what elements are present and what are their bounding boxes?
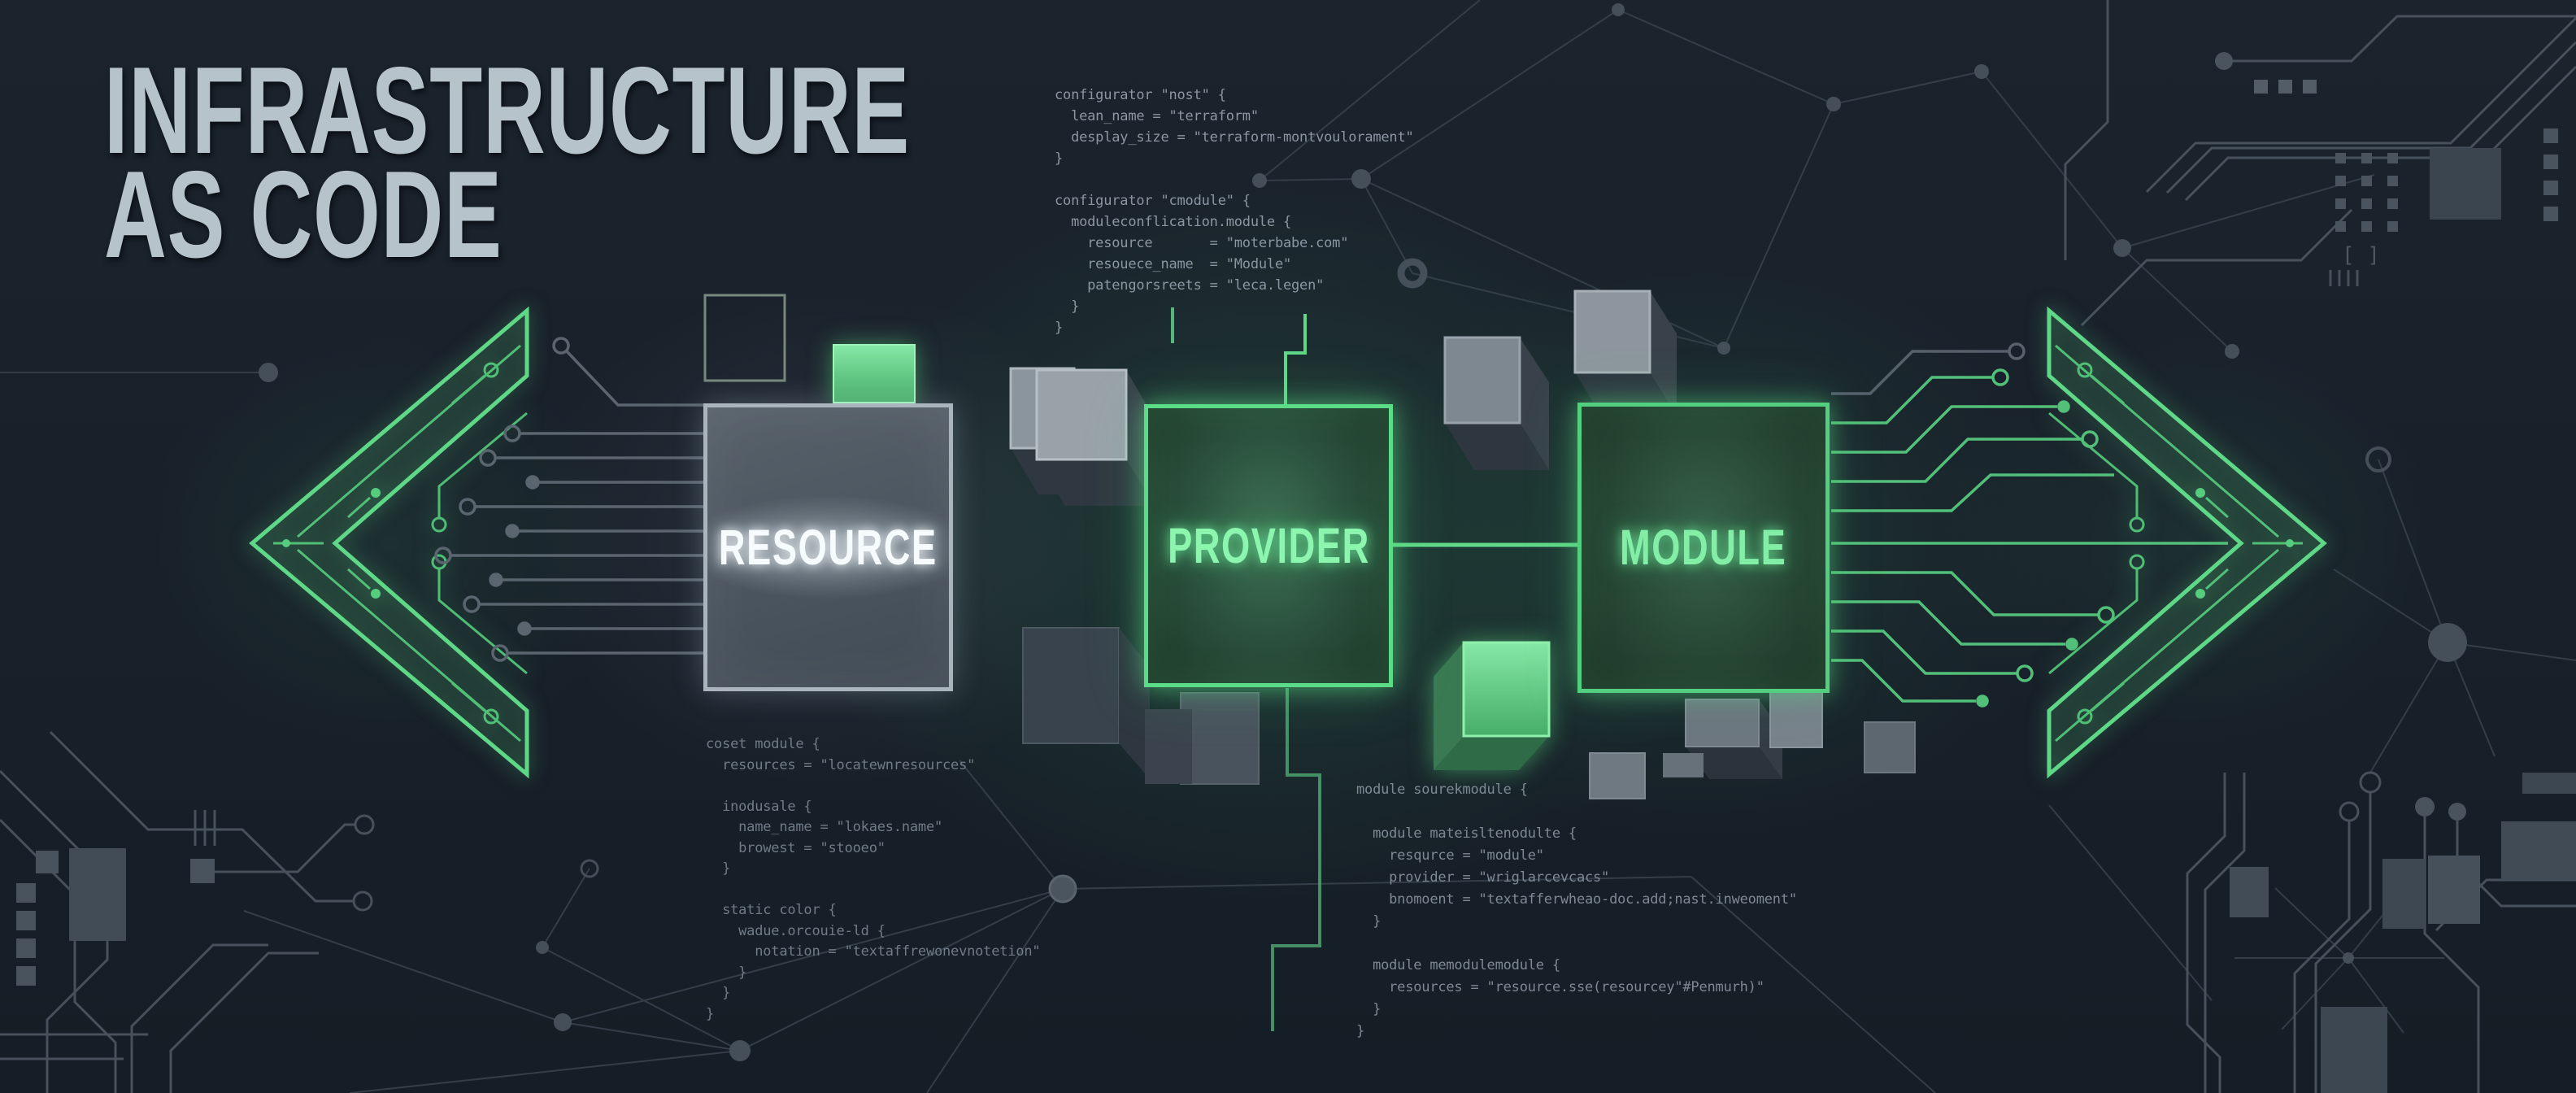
connector-lines: [953, 307, 1577, 1031]
gray-square-above-module: [1573, 290, 1677, 416]
outline-square: [703, 294, 786, 382]
code-block-bottom-right: module sourekmodule { module mateislteno…: [1356, 782, 1797, 1039]
corner-circuit-top-right: [ ]: [2064, 0, 2576, 327]
module-pin-traces: [1831, 342, 2228, 708]
dark-cube-below-resource: [1022, 627, 1150, 779]
gray-slabs-below-provider: [1145, 692, 1260, 785]
code-block-bottom-left: coset module { resources = "locatewnreso…: [706, 736, 1041, 1022]
gray-cube-mid: [1035, 368, 1155, 506]
code-block-top: configurator "nost" { lean_name = "terra…: [1055, 87, 1414, 336]
resource-pin-traces: [434, 337, 703, 662]
title-line-2: AS CODE: [104, 146, 503, 284]
corner-circuit-bottom-left: [0, 730, 375, 1093]
corner-circuit-bottom-right: [2186, 771, 2576, 1093]
green-cube-below-provider: [1434, 641, 1551, 770]
provider-bottom-trace: [1271, 688, 1321, 1031]
cubes: [703, 290, 1916, 799]
resource-box-label: RESOURCE: [719, 519, 938, 576]
gray-cube-between-provider-module: [1443, 336, 1549, 470]
green-square-above-resource: [833, 344, 916, 403]
gray-cubes-below-module: [1589, 685, 1916, 799]
provider-top-trace: [1284, 314, 1307, 404]
provider-box: PROVIDER: [1144, 404, 1393, 687]
page-title: INFRASTRUCTURE AS CODE: [104, 41, 910, 284]
module-box-label: MODULE: [1620, 520, 1787, 576]
provider-box-label: PROVIDER: [1167, 517, 1370, 574]
module-box: MODULE: [1577, 403, 1830, 693]
left-chevron-icon: [252, 311, 527, 774]
title-line-1: INFRASTRUCTURE: [104, 41, 910, 180]
resource-box: RESOURCE: [703, 403, 953, 691]
silkscreen-bracket-mark: [ ]: [2342, 243, 2380, 268]
